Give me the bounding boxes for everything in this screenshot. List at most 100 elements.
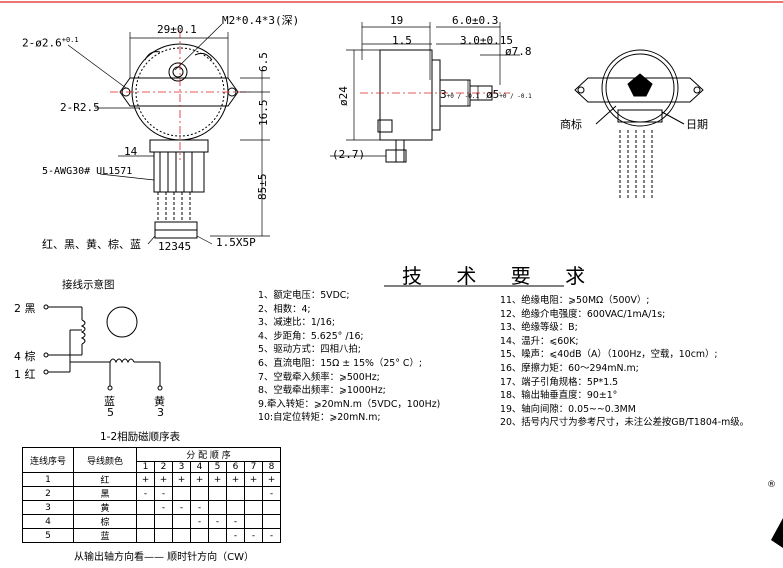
dim-wire: 5-AWG30# UL1571 [42,166,133,177]
table-cell [244,500,263,515]
table-cell [208,486,227,501]
spec-list-left: 1、额定电压：5VDC;2、相数：4;3、减速比：1/16;4、步距角：5.62… [258,287,440,423]
table-header-color: 导线颜色 [73,447,137,473]
table-header-seq: 分 配 顺 序 [136,447,281,462]
spec-left-item-5: 6、直流电阻：15Ω ± 15%（25° C）; [258,357,423,369]
table-cell [172,486,191,501]
table-row-color: 黑 [73,486,137,501]
table-header-no: 连线序号 [22,447,74,473]
table-cell [208,528,227,543]
table-cell: - [226,528,245,543]
table-cell: + [244,472,263,487]
dim-2-7: (2.7) [332,148,366,161]
phase-table-title: 1-2相励磁顺序表 [100,431,181,443]
table-cell [154,514,173,529]
spec-right-item-6: 17、端子引角规格：5P*1.5 [500,376,619,388]
front-dim-lines [67,23,270,245]
table-cell: - [154,500,173,515]
dim-connector: 1.5X5P [216,236,256,249]
wire-2-label: 2 黑 [14,302,36,315]
dim-16-5: 16.5 [257,99,270,127]
table-row-color: 红 [73,472,137,487]
trademark-label: 商标 [560,118,582,131]
table-row-color: 黄 [73,500,137,515]
dim-14: 14 [124,145,138,158]
dim-6: 6.0±0.3 [452,14,499,27]
dim-6-5: 6.5 [257,52,270,72]
table-cell: - [154,486,173,501]
wire-1-label: 1 红 [14,368,36,381]
table-cell: + [262,472,281,487]
table-cell: - [208,514,227,529]
table-cell [136,528,155,543]
table-row-no: 5 [22,528,74,543]
table-step-1: 1 [136,461,155,473]
table-cell [136,500,155,515]
table-cell: - [136,486,155,501]
table-cell: + [190,472,209,487]
dim-width-29: 29±0.1 [157,23,197,36]
table-row-no: 3 [22,500,74,515]
table-step-6: 6 [226,461,245,473]
table-cell [154,528,173,543]
dim-radius: 2-R2.5 [60,101,100,114]
dim-24: ø24 [337,86,350,106]
table-step-8: 8 [262,461,281,473]
table-cell: + [208,472,227,487]
table-cell: - [172,500,191,515]
table-step-2: 2 [154,461,173,473]
table-cell: - [190,500,209,515]
table-cell [226,500,245,515]
spec-right-item-1: 12、绝缘介电强度：600VAC/1mA/1s; [500,308,666,320]
date-label: 日期 [686,118,708,131]
table-cell [172,514,191,529]
table-row-color: 蓝 [73,528,137,543]
spec-left-item-9: 10:自定位转矩：⩾20mN.m; [258,412,381,424]
side-dim-lines [330,22,520,157]
spec-right-item-0: 11、绝缘电阻：⩾50MΩ（500V）; [500,295,650,306]
table-cell: - [262,528,281,543]
registered-mark: ® [767,480,776,490]
spec-right-item-4: 15、噪声：⩽40dB（A）（100Hz，空载，10cm）; [500,349,718,361]
wire-3-number: 3 [157,406,164,419]
wiring-title: 接线示意图 [62,279,115,291]
table-row-no: 1 [22,472,74,487]
table-cell: + [226,472,245,487]
dim-3: 3.0±0.15 [460,34,513,47]
table-cell [190,486,209,501]
table-cell: - [262,486,281,501]
label-view [574,49,704,200]
dim-shaft-5: ø5+0 / -0.1 [486,88,532,101]
wire-5-color: 蓝 [104,395,115,408]
dim-85: 85±5 [256,173,269,201]
front-center-lines [110,30,250,160]
spec-left-item-2: 3、减速比：1/16; [258,317,336,329]
pin-numbers: 12345 [158,240,192,253]
spec-left-item-6: 7、空载牵入频率：⩾500Hz; [258,371,380,383]
side-view [377,49,493,163]
dim-7-8: ø7.8 [505,45,532,58]
spec-right-item-7: 18、输出轴垂直度：90±1° [500,390,618,402]
wiring-diagram [43,304,163,391]
table-cell: + [154,472,173,487]
dim-shaft-3: 3+0 / -0.1 [440,88,479,101]
table-cell: + [172,472,191,487]
table-cell [172,528,191,543]
spec-right-item-3: 14、温升：⩽60K; [500,335,579,347]
table-cell [136,514,155,529]
spec-left-item-0: 1、额定电压：5VDC; [258,290,350,301]
dim-screw: M2*0.4*3(深) [222,14,300,27]
dim-19: 19 [390,14,404,27]
table-cell [262,514,281,529]
spec-right-item-2: 13、绝缘等级：B; [500,322,578,334]
direction-note: 从输出轴方向看—— 顺时针方向（CW） [74,552,255,563]
dim-holes-value: 2-ø2.6 [22,36,62,50]
table-row-no: 4 [22,514,74,529]
front-view [119,43,239,239]
